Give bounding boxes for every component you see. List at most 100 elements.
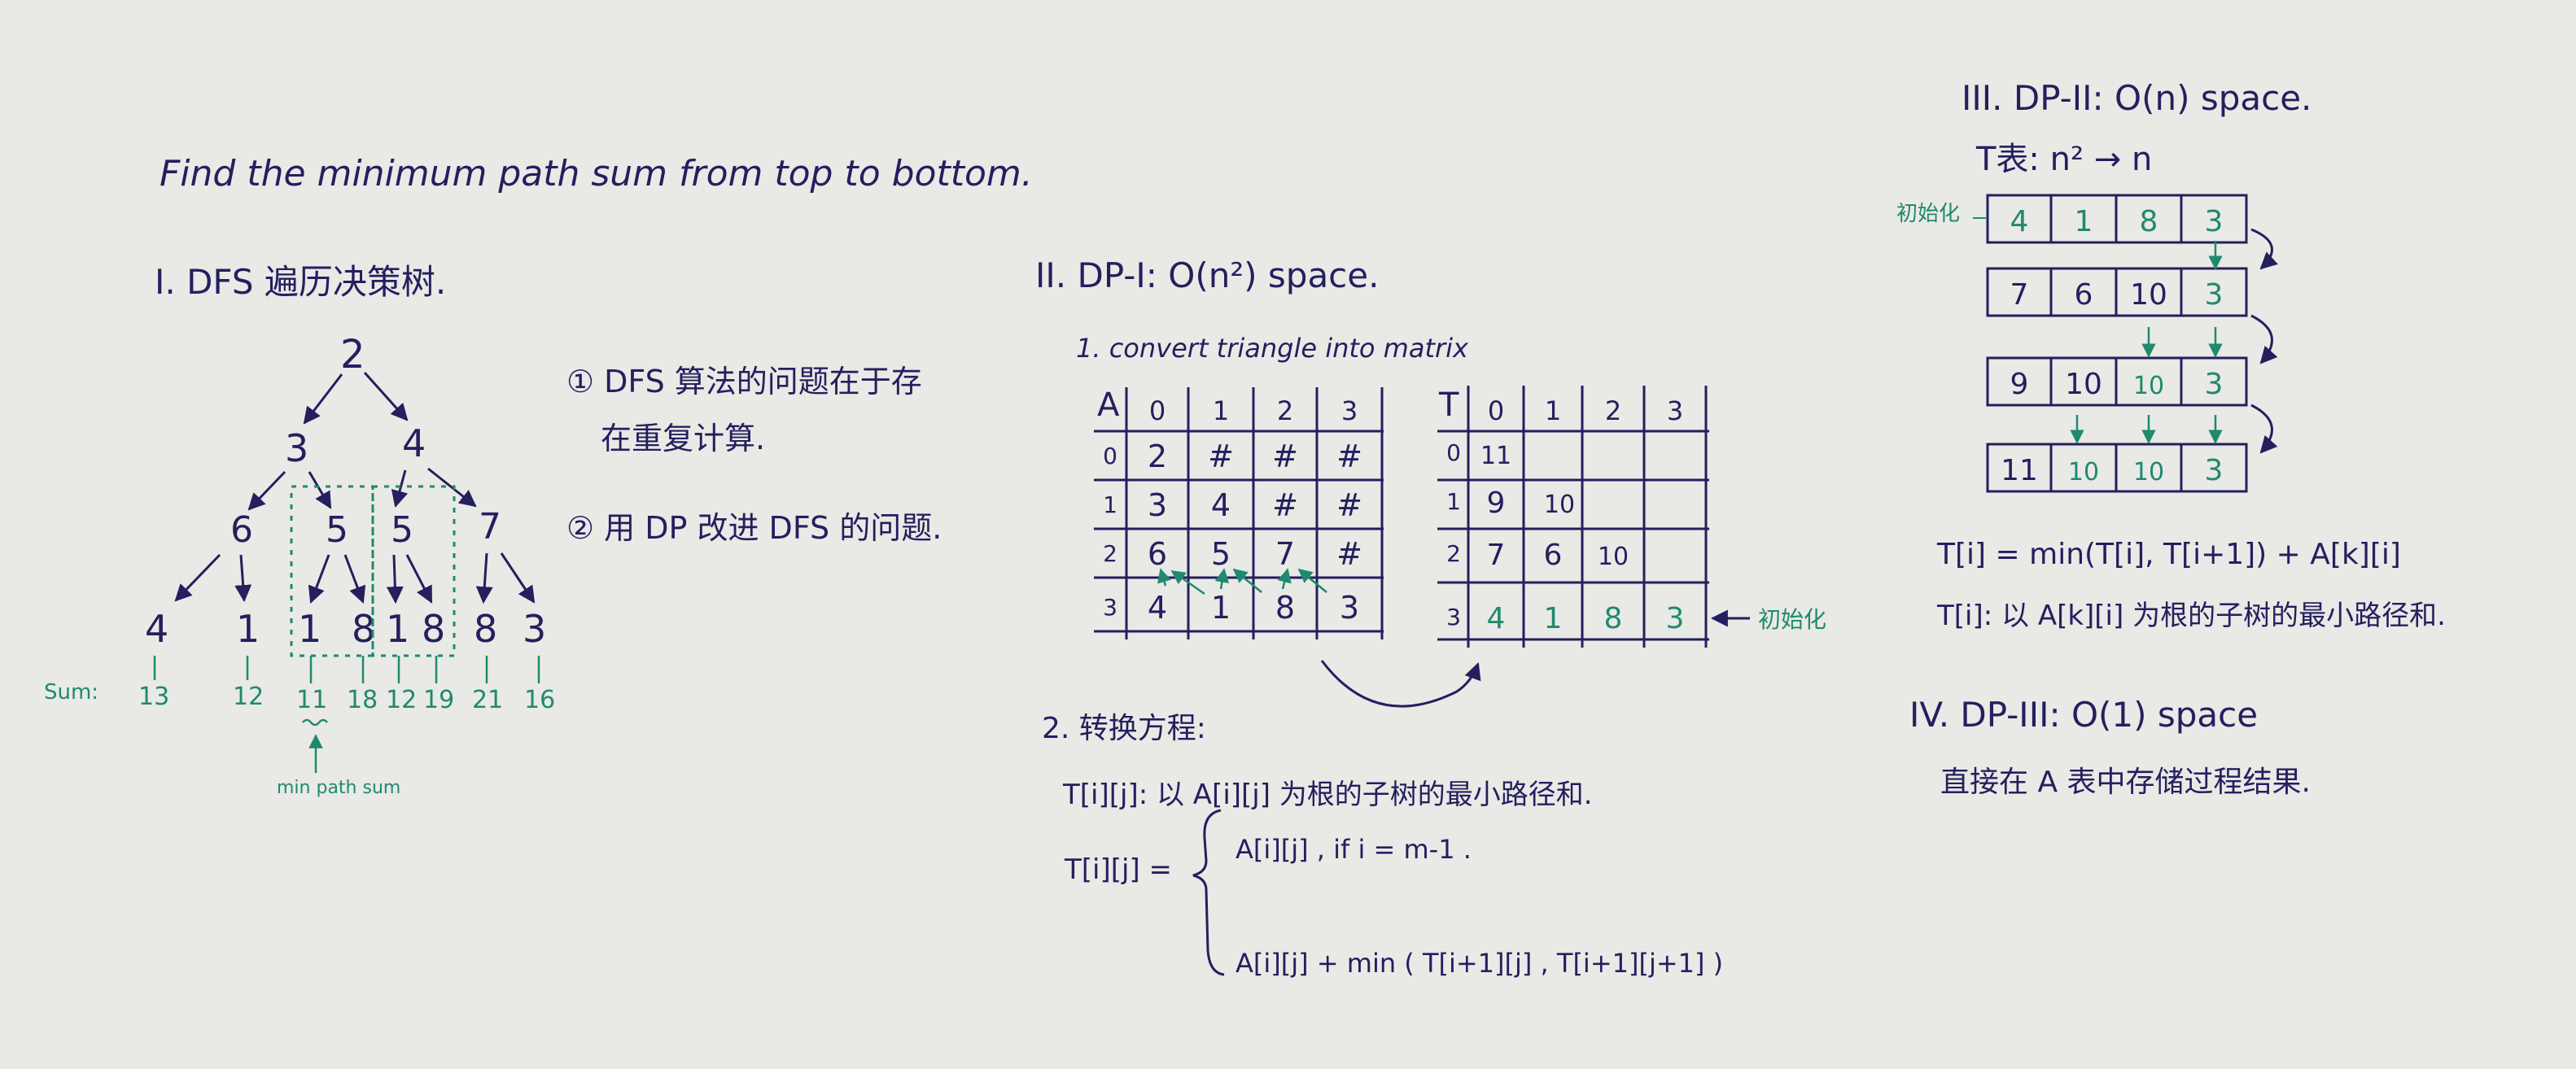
tree-leaf: 4 — [145, 607, 169, 651]
init-label: 初始化 — [1758, 606, 1827, 633]
dp2-array-cell: 10 — [2065, 368, 2102, 401]
tree-leaf: 3 — [523, 607, 547, 651]
matrix-t-col-header: 1 — [1545, 395, 1561, 426]
dp2-array-cell: 3 — [2205, 368, 2224, 401]
matrix-a-cell: # — [1208, 439, 1234, 474]
min-underline — [302, 718, 328, 726]
section4-heading: IV. DP-III: O(1) space — [1909, 695, 2259, 735]
matrix-t-col-header: 2 — [1605, 395, 1621, 426]
sum-value: 12 — [386, 686, 418, 714]
matrix-a-cell: 7 — [1275, 536, 1295, 572]
t-definition: T[i][j]: 以 A[i][j] 为根的子树的最小路径和. — [1063, 779, 1593, 811]
section2-heading: II. DP-I: O(n²) space. — [1035, 255, 1380, 295]
dp2-array-cell: 10 — [2068, 458, 2099, 487]
min-path-label: min path sum — [277, 778, 401, 798]
dp2-curve-arrows — [2250, 228, 2278, 454]
tree-root: 2 — [340, 332, 365, 377]
dp2-array-cell: 4 — [2010, 205, 2029, 238]
matrix-t-cell: 3 — [1666, 602, 1685, 635]
matrix-a-cell: # — [1336, 487, 1362, 523]
tree-node: 5 — [391, 509, 413, 551]
matrix-t-col-header: 0 — [1488, 395, 1504, 426]
matrix-t-cell: 1 — [1544, 602, 1563, 635]
matrix-t-cell: 7 — [1487, 539, 1506, 572]
a-dependency-arrows — [1157, 568, 1327, 596]
matrix-t-cell: 10 — [1598, 543, 1629, 571]
tree-leaf: 1 — [386, 607, 410, 651]
matrix-a-row-header: 1 — [1103, 491, 1117, 518]
section2-step2: 2. 转换方程: — [1042, 712, 1206, 745]
tree-leaf: 1 — [236, 607, 260, 651]
matrix-a-cell: 5 — [1211, 536, 1231, 572]
matrix-a-col-header: 2 — [1277, 395, 1293, 426]
dp2-array-cell: 11 — [2001, 454, 2038, 487]
tree-node: 5 — [326, 509, 348, 551]
dp2-array-cell: 9 — [2010, 368, 2029, 401]
matrix-a-row-header: 2 — [1103, 540, 1117, 567]
page-title: Find the minimum path sum from top to bo… — [160, 153, 1033, 194]
convert-arrow — [1320, 660, 1481, 708]
section1-note1b: 在重复计算. — [601, 421, 766, 456]
matrix-a-cell: # — [1336, 536, 1362, 572]
sum-value: 11 — [296, 686, 328, 714]
matrix-t-cell: 11 — [1480, 442, 1511, 470]
dp2-array-cell: 10 — [2130, 278, 2167, 312]
dp2-array-cell: 3 — [2205, 278, 2224, 312]
tree-node: 7 — [479, 506, 501, 548]
matrix-a-col-header: 0 — [1149, 395, 1166, 426]
tree-node: 4 — [402, 421, 426, 465]
dp2-array-cell: 6 — [2075, 278, 2093, 312]
matrix-a-cell: 3 — [1340, 590, 1359, 626]
matrix-t-cell: 4 — [1487, 602, 1506, 635]
matrix-a-cell: 4 — [1148, 590, 1167, 626]
equation-brace — [1192, 809, 1225, 976]
section1-heading: I. DFS 遍历决策树. — [155, 262, 447, 302]
sum-value: 16 — [524, 686, 556, 714]
matrix-t-cell: 8 — [1604, 602, 1623, 635]
equation-lhs: T[i][j] = — [1065, 853, 1173, 886]
matrix-a-cell: 2 — [1148, 439, 1167, 474]
dp2-array-cell: 3 — [2205, 205, 2224, 238]
matrix-a-col-header: 3 — [1341, 395, 1358, 426]
matrix-t-cell: 9 — [1487, 487, 1506, 520]
matrix-t-row-header: 2 — [1446, 540, 1461, 567]
dp2-array-cell: 3 — [2205, 454, 2224, 487]
tree-leaf: 1 — [298, 607, 322, 651]
section2-step1: 1. convert triangle into matrix — [1076, 333, 1468, 364]
sum-value: 13 — [138, 683, 170, 711]
section4-text: 直接在 A 表中存储过程结果. — [1940, 766, 2311, 799]
sum-value: 12 — [233, 683, 265, 711]
dp2-array-cell: 1 — [2075, 205, 2093, 238]
matrix-a-row-header: 3 — [1103, 594, 1117, 621]
matrix-t-col-header: 3 — [1667, 395, 1683, 426]
section1-note2: ② 用 DP 改进 DFS 的问题. — [566, 510, 942, 546]
section3-definition: T[i]: 以 A[k][i] 为根的子树的最小路径和. — [1937, 600, 2446, 632]
dp2-array-cell: 7 — [2010, 278, 2029, 312]
matrix-a-cell: # — [1272, 487, 1298, 523]
matrix-t-row-header: 3 — [1446, 604, 1461, 630]
sum-ticks — [153, 656, 540, 683]
matrix-a-row-header: 0 — [1103, 443, 1117, 469]
matrix-a-cell: 8 — [1275, 590, 1295, 626]
matrix-a-cell: 1 — [1211, 590, 1231, 626]
tree-leaf: 8 — [422, 607, 446, 651]
matrix-a-cell: # — [1272, 439, 1298, 474]
section3-sub: T表: n² → n — [1976, 141, 2153, 178]
sum-label: Sum: — [44, 680, 99, 705]
matrix-a-name: A — [1097, 386, 1120, 424]
matrix-a-col-header: 1 — [1213, 395, 1229, 426]
dp2-down-arrows — [2070, 241, 2223, 444]
matrix-a-cell: 4 — [1211, 487, 1231, 523]
sum-value: 18 — [347, 686, 378, 714]
init-label-2: 初始化 — [1896, 202, 1961, 226]
equation-case2: A[i][j] + min ( T[i+1][j] , T[i+1][j+1] … — [1236, 948, 1724, 979]
tree-leaf: 8 — [474, 607, 498, 651]
matrix-t-grid — [1437, 386, 1709, 648]
tree-leaf: 8 — [352, 607, 376, 651]
tree-node: 3 — [285, 426, 309, 470]
section3-formula: T[i] = min(T[i], T[i+1]) + A[k][i] — [1937, 538, 2401, 571]
section1-note1: ① DFS 算法的问题在于存 — [566, 364, 922, 399]
tree-node: 6 — [230, 509, 253, 551]
